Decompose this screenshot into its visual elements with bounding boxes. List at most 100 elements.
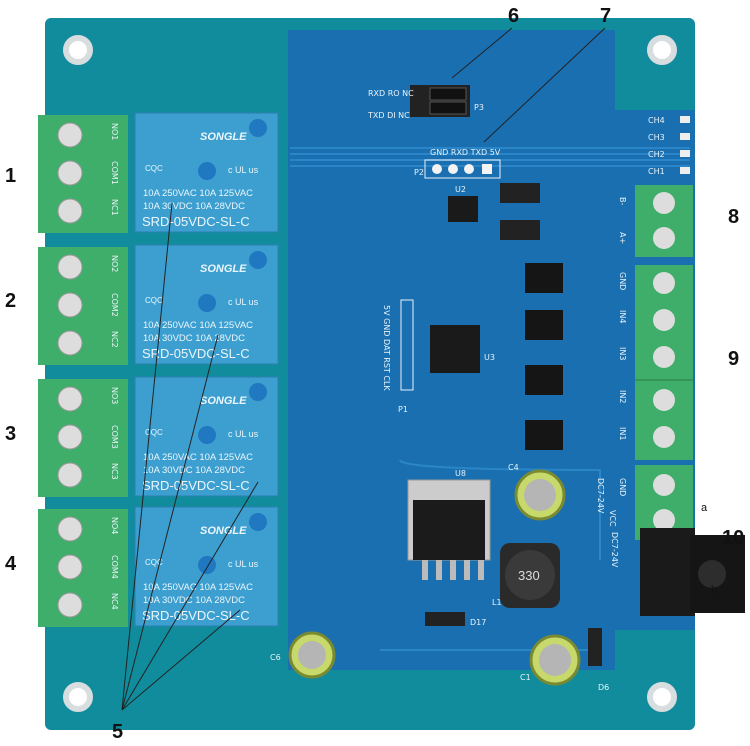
callout-3: 3 [5,423,16,445]
callout-5: 5 [112,721,123,743]
callout-10: 10 [722,527,744,549]
led-ch4: CH4 [648,116,690,125]
relay-4: SONGLE CQC c UL us 10A 250VAC 10A 125VAC 10A… [134,506,279,627]
chips: U2 U3 [430,183,563,450]
terminal-label: NO4 [110,517,119,534]
d17-label: D17 [470,618,486,627]
c1-label: C1 [520,673,531,682]
relay-cert: CQC [145,428,163,437]
terminal-label: NO3 [110,387,119,404]
p2-pins-label: GND RXD TXD 5V [430,148,501,157]
terminal-rs485[interactable]: B- A+ [618,185,693,257]
relay-brand: SONGLE [200,263,247,275]
p1-pins-label: 5V GND DAT RST CLK [382,305,391,391]
l1-label: L1 [492,598,502,607]
in3-label: IN3 [618,347,627,360]
relay-spec-2: 10A 30VDC 10A 28VDC [143,465,245,476]
jack-label: DC7-24V [610,532,619,568]
callout-b: b [711,584,717,596]
u3-label: U3 [484,353,495,362]
terminal-label: COM1 [110,161,119,185]
p3-pins-row1: RXD RO NC [368,89,414,98]
relay-cert: CQC [145,558,163,567]
p3-pins-row2: TXD DI NC [367,111,410,120]
callout-1: 1 [5,165,16,187]
callout-9: 9 [728,348,739,370]
relay-spec-2: 10A 30VDC 10A 28VDC [143,201,245,212]
in4-label: IN4 [618,310,627,323]
mounting-holes [63,35,677,712]
led-ch2: CH2 [648,150,690,159]
relay-spec-2: 10A 30VDC 10A 28VDC [143,333,245,344]
p3-label: P3 [474,103,484,112]
vcc-label: VCC [608,510,617,527]
relay-model: SRD-05VDC-SL-C [142,608,250,623]
led-ch1: CH1 [648,167,690,176]
terminal-label: NO1 [110,123,119,140]
callout-8: 8 [728,206,739,228]
relay-spec-1: 10A 250VAC 10A 125VAC [143,188,253,199]
c4-label: C4 [508,463,519,472]
jumper-header-p3[interactable]: P3 RXD RO NC TXD DI NC [367,85,484,120]
terminal-label: COM4 [110,555,119,579]
relay-spec-1: 10A 250VAC 10A 125VAC [143,452,253,463]
led-ch3: CH3 [648,133,690,142]
terminal-label: NC1 [110,199,119,216]
u8-label: U8 [455,469,466,478]
relay-spec-1: 10A 250VAC 10A 125VAC [143,320,253,331]
relay-spec-1: 10A 250VAC 10A 125VAC [143,582,253,593]
a-plus-label: A+ [618,232,627,244]
relay-ul: c UL us [228,559,259,569]
terminal-label: NC2 [110,331,119,348]
relay-brand: SONGLE [200,525,247,537]
p1-label: P1 [398,405,408,414]
callout-6: 6 [508,5,519,27]
power-range-label: DC7-24V [596,478,605,514]
callout-lines [121,27,606,711]
terminal-label: NC3 [110,463,119,480]
capacitors: C4 C1 C6 D17 D6 [270,463,609,692]
callout-a: a [701,502,708,514]
in2-label: IN2 [618,390,627,403]
terminal-label: COM2 [110,293,119,317]
relay-ul: c UL us [228,297,259,307]
c6-label: C6 [270,653,281,662]
relay-cert: CQC [145,296,163,305]
relay-cert: CQC [145,164,163,173]
header-p2[interactable]: GND RXD TXD 5V P2 [414,148,501,179]
terminal-label: NO2 [110,255,119,272]
terminal-inputs[interactable]: GND IN1 IN2 IN3 IN4 [618,265,693,460]
chip-u3 [430,325,480,373]
relay-spec-2: 10A 30VDC 10A 28VDC [143,595,245,606]
relay-brand: SONGLE [200,395,247,407]
terminal-power[interactable]: GND VCC DC7-24V [596,465,693,540]
gnd-label: GND [618,478,627,496]
led-label: CH3 [648,133,665,142]
dc-jack[interactable]: DC7-24V [610,528,745,616]
in1-label: IN1 [618,427,627,440]
header-p1[interactable]: 5V GND DAT RST CLK P1 [382,299,414,414]
led-label: CH2 [648,150,665,159]
regulator-u8: U8 [407,469,491,580]
gnd-in-label: GND [618,272,627,290]
p2-label: P2 [414,168,424,177]
relay-brand: SONGLE [200,131,247,143]
relay-model: SRD-05VDC-SL-C [142,214,250,229]
d6-label: D6 [598,683,609,692]
led-label: CH4 [648,116,665,125]
callout-4: 4 [5,553,17,575]
terminal-label: COM3 [110,425,119,449]
inductor-value: 330 [518,568,540,583]
relay-model: SRD-05VDC-SL-C [142,478,250,493]
chip-u2 [448,196,478,222]
terminal-label: NC4 [110,593,119,610]
